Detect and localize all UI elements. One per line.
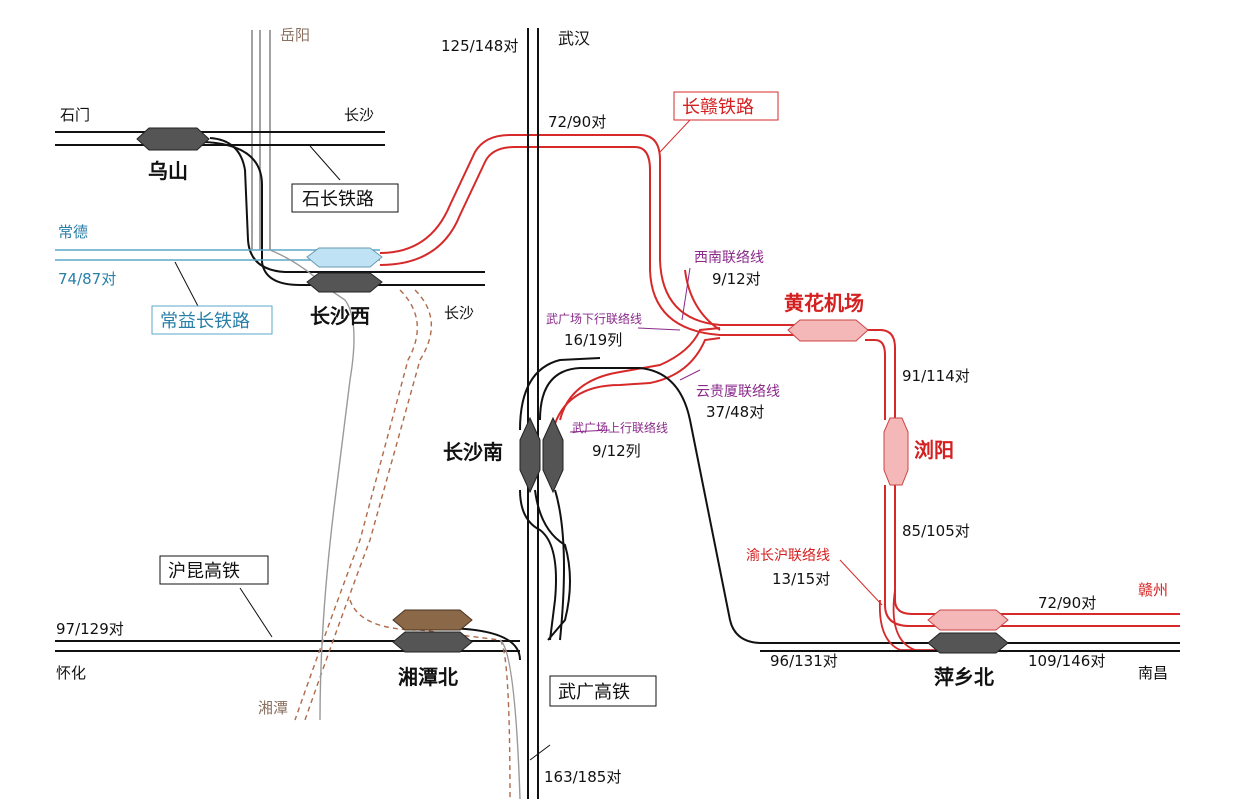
label-liuyang: 浏阳 — [914, 438, 954, 462]
changsha-south-station-right — [542, 416, 564, 494]
count-changgan-top: 72/90对 — [548, 113, 606, 131]
label-pingxiang-north: 萍乡北 — [934, 665, 994, 689]
label-changsha-south: 长沙南 — [443, 440, 503, 464]
dir-shimen: 石门 — [60, 106, 90, 124]
pingxiang-north-station-upper — [927, 609, 1009, 631]
count-wuguang-up: 9/12列 — [592, 442, 641, 460]
huanghua-airport-station — [787, 319, 869, 342]
yueyang-track — [251, 30, 271, 250]
changgan-track — [379, 134, 815, 336]
count-yunguixia: 37/48对 — [706, 403, 764, 421]
label-shichang: 石长铁路 — [302, 189, 374, 210]
dir-changde: 常德 — [58, 223, 88, 241]
label-changyichang: 常益长铁路 — [160, 311, 250, 332]
xiangtan-north-station-upper — [392, 609, 473, 631]
dir-yueyang: 岳阳 — [280, 26, 310, 44]
count-nanchang: 109/146对 — [1028, 652, 1105, 670]
stations — [136, 127, 1009, 654]
yuchanghu-track — [878, 589, 940, 651]
label-hukun: 沪昆高铁 — [168, 561, 240, 582]
count-yuchanghu: 13/15对 — [772, 570, 830, 588]
dir-nanchang: 南昌 — [1138, 664, 1168, 682]
labels: 岳阳 武汉 石门 长沙 常德 长沙 怀化 湘潭 赣州 南昌 乌山 长沙西 长沙南… — [56, 26, 1168, 786]
label-xiangtan-north: 湘潭北 — [398, 665, 458, 689]
liuyang-station — [883, 417, 909, 486]
wuguang-box — [549, 675, 657, 707]
label-changgan: 长赣铁路 — [682, 97, 754, 118]
label-changsha-west: 长沙西 — [310, 304, 370, 328]
label-wushan: 乌山 — [148, 159, 188, 183]
count-liuyang-south: 85/105对 — [902, 522, 970, 540]
leader-lines — [174, 119, 883, 761]
count-wuguang-bottom: 163/185对 — [544, 768, 621, 786]
label-wuguang-up-link: 武广场上行联络线 — [572, 420, 668, 435]
changyichang-box — [151, 305, 273, 335]
label-wuguang: 武广高铁 — [558, 682, 630, 703]
count-hukun-mid: 96/131对 — [770, 652, 838, 670]
changsha-west-station-upper — [306, 247, 383, 268]
dir-xiangtan: 湘潭 — [258, 699, 288, 717]
count-huaihua: 97/129对 — [56, 620, 124, 638]
count-ganzhou: 72/90对 — [1038, 594, 1096, 612]
hukun-box — [159, 555, 269, 585]
count-wuguang-down: 16/19列 — [564, 331, 622, 349]
dir-huaihua: 怀化 — [56, 664, 86, 682]
count-xinan: 9/12对 — [712, 270, 761, 288]
wushan-station — [136, 127, 210, 151]
label-huanghua-airport: 黄花机场 — [784, 291, 864, 315]
count-changde: 74/87对 — [58, 270, 116, 288]
dir-wuhan: 武汉 — [558, 29, 590, 48]
changsha-west-station-lower — [306, 272, 383, 293]
shichang-box — [291, 183, 399, 213]
changgan-box — [673, 91, 779, 121]
label-yuchanghu-link: 渝长沪联络线 — [746, 548, 830, 564]
xiangtan-north-station-lower — [392, 631, 473, 653]
changsha-south-station-left — [519, 416, 541, 494]
changsha-south-links — [519, 269, 1180, 644]
label-xinan-link: 西南联络线 — [694, 250, 764, 266]
pingxiang-north-station-lower — [927, 632, 1009, 654]
dir-changsha-top: 长沙 — [344, 106, 374, 124]
label-wuguang-down-link: 武广场下行联络线 — [546, 311, 642, 326]
line-boxes — [151, 91, 779, 707]
wuguang-track — [527, 28, 539, 799]
airport-liuyang-track — [865, 329, 1180, 627]
count-wuhan-top: 125/148对 — [441, 37, 518, 55]
dir-changsha-mid: 长沙 — [444, 304, 474, 322]
count-liuyang-north: 91/114对 — [902, 367, 970, 385]
shichang-track — [55, 131, 485, 286]
label-yunguixia-link: 云贵厦联络线 — [696, 384, 780, 400]
xiangtan-dashed-track — [294, 289, 511, 799]
dir-ganzhou: 赣州 — [1138, 581, 1168, 599]
xiangtan-gray-track — [269, 249, 521, 799]
